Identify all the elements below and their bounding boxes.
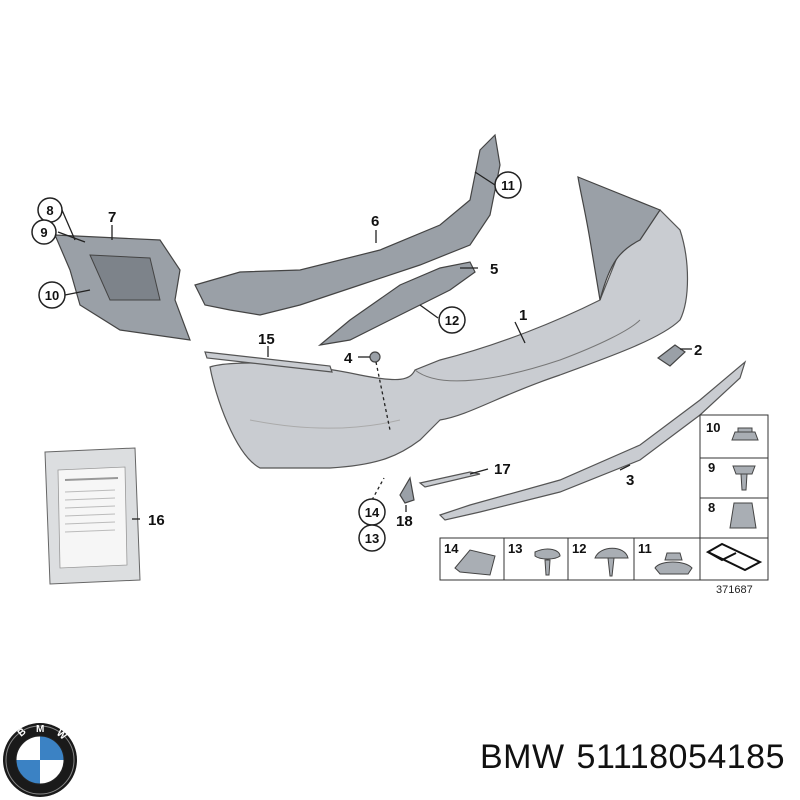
reference-number: 371687 bbox=[716, 584, 753, 596]
part-number: 51118054185 bbox=[576, 738, 785, 776]
part-17-small-strip bbox=[418, 471, 481, 488]
legend-14: 14 bbox=[444, 541, 459, 556]
part-4-nut bbox=[369, 351, 381, 363]
part-6-center-carrier bbox=[194, 133, 501, 316]
fastener-legend-vertical: 10 9 8 bbox=[699, 414, 769, 539]
part-5-reinforcement bbox=[317, 261, 476, 346]
callout-labels: 1 2 3 4 5 6 7 15 16 17 18 bbox=[108, 209, 702, 530]
push-clip-icon bbox=[594, 547, 629, 577]
arrow-symbol-icon bbox=[705, 542, 763, 572]
part-7-left-bracket bbox=[54, 234, 191, 341]
legend-12: 12 bbox=[572, 541, 586, 556]
legend-8: 8 bbox=[708, 500, 715, 515]
callout-4: 4 bbox=[344, 350, 353, 367]
callout-3: 3 bbox=[626, 472, 634, 489]
callout-1: 1 bbox=[519, 307, 527, 324]
screw-icon bbox=[732, 465, 756, 491]
leader-lines bbox=[57, 171, 692, 520]
callout-5: 5 bbox=[490, 261, 498, 278]
bracket-clip-icon bbox=[454, 549, 496, 576]
svg-text:M: M bbox=[36, 724, 44, 735]
callout-6: 6 bbox=[371, 213, 379, 230]
callout-16: 16 bbox=[148, 512, 165, 529]
callout-2: 2 bbox=[694, 342, 702, 359]
callout-12: 12 bbox=[445, 313, 459, 328]
rivet-icon bbox=[534, 548, 561, 576]
legend-10: 10 bbox=[706, 420, 720, 435]
callout-18: 18 bbox=[396, 513, 413, 530]
part-1-bumper-shell bbox=[209, 176, 689, 469]
part-16-instruction-bag bbox=[44, 447, 141, 585]
part-3-diffuser-strip bbox=[438, 360, 747, 521]
brand-name: BMW bbox=[479, 738, 565, 776]
legend-9: 9 bbox=[708, 460, 715, 475]
part-caption: BMW 51118054185 bbox=[385, 738, 785, 777]
callout-11: 11 bbox=[501, 178, 515, 193]
part-18-clip bbox=[399, 476, 415, 504]
legend-11: 11 bbox=[638, 541, 652, 556]
circled-callouts: 8 9 10 11 12 14 13 bbox=[31, 171, 522, 552]
flange-nut-icon bbox=[654, 552, 693, 575]
callout-17: 17 bbox=[494, 461, 511, 478]
callout-15: 15 bbox=[258, 331, 275, 348]
callout-10: 10 bbox=[45, 288, 59, 303]
callout-7: 7 bbox=[108, 209, 116, 226]
part-15-trim-strip bbox=[204, 351, 333, 373]
callout-8: 8 bbox=[46, 203, 53, 218]
nut-icon bbox=[731, 427, 759, 441]
callout-13: 13 bbox=[365, 531, 379, 546]
fastener-legend-horizontal: 14 13 12 11 bbox=[439, 537, 769, 581]
clip-nut-icon bbox=[729, 502, 757, 529]
callout-14: 14 bbox=[365, 505, 380, 520]
callout-9: 9 bbox=[40, 225, 47, 240]
part-2-cover bbox=[656, 344, 686, 367]
bmw-logo: B M W bbox=[3, 723, 77, 797]
legend-13: 13 bbox=[508, 541, 522, 556]
